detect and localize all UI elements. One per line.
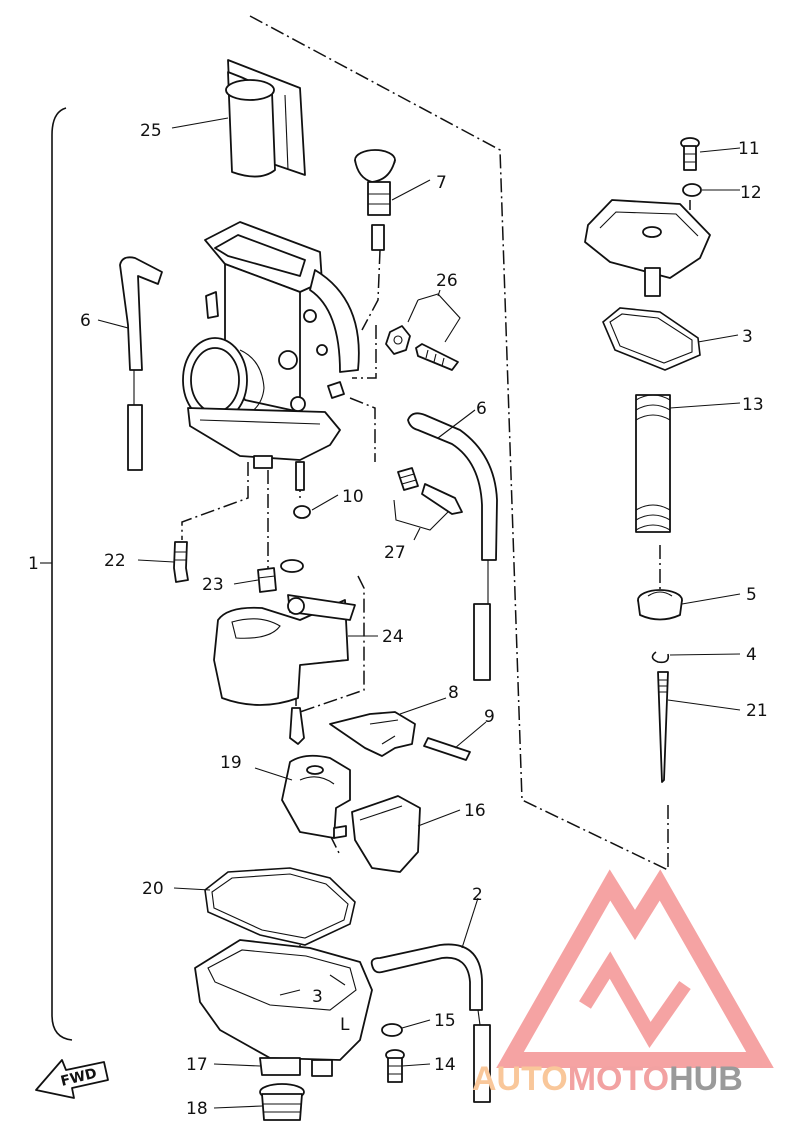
callout-20: 20 — [142, 879, 164, 899]
part-15-washer — [381, 1023, 403, 1037]
callout-17: 17 — [186, 1055, 208, 1075]
guide-lines — [181, 15, 691, 955]
callout-1: 1 — [28, 554, 39, 574]
callout-2: 2 — [472, 885, 483, 905]
part-11-screw — [680, 137, 700, 171]
part-21-jet-needle — [657, 671, 669, 783]
callout-4: 4 — [746, 645, 757, 665]
callout-10: 10 — [342, 487, 364, 507]
watermark-logo-icon — [496, 869, 774, 1068]
callout-15: 15 — [434, 1011, 456, 1031]
callout-12: 12 — [740, 183, 762, 203]
part-2-hose — [370, 943, 491, 1103]
callout-9: 9 — [484, 707, 495, 727]
part-16-cover — [351, 795, 421, 873]
callout-6-right: 6 — [476, 399, 487, 419]
callout-14: 14 — [434, 1055, 456, 1075]
callout-5: 5 — [746, 585, 757, 605]
watermark-moto: MOTO — [568, 1060, 669, 1098]
part-27-throttle-screw — [393, 467, 463, 531]
part-26-screw-set — [385, 293, 461, 371]
fwd-arrow-icon: FWD — [35, 1059, 109, 1099]
callout-6-left: 6 — [80, 311, 91, 331]
part-5-retainer — [637, 589, 683, 621]
callout-21: 21 — [746, 701, 768, 721]
part-6-left-hose — [119, 256, 163, 471]
svg-text:AUTOMOTOHUB: AUTOMOTOHUB — [472, 1060, 743, 1098]
part-23-jet-holder — [257, 567, 277, 593]
callout-27: 27 — [384, 543, 406, 563]
bowl-mark-L: L — [340, 1015, 350, 1035]
callout-22: 22 — [104, 551, 126, 571]
assembly-bracket — [51, 107, 73, 1041]
carburetor-body — [182, 221, 360, 491]
bowl-mark-3: 3 — [312, 987, 323, 1007]
part-13-spring — [635, 394, 671, 533]
watermark-auto: AUTO — [472, 1060, 568, 1098]
part-7-plunger — [354, 149, 396, 251]
part-24-float — [213, 594, 356, 706]
part-25-guide — [225, 59, 306, 178]
callouts: 1 2 3 4 5 6 6 7 8 9 10 11 12 13 14 15 16… — [28, 121, 768, 1119]
part-20-gasket — [204, 867, 356, 946]
callout-7: 7 — [436, 173, 447, 193]
watermark-hub: HUB — [669, 1060, 743, 1098]
callout-8: 8 — [448, 683, 459, 703]
callout-3: 3 — [742, 327, 753, 347]
callout-18: 18 — [186, 1099, 208, 1119]
watermark-text: AUTOMOTOHUB — [472, 1060, 743, 1098]
float-bowl: 3 L — [194, 939, 373, 1077]
part-12-washer — [682, 183, 702, 197]
callout-16: 16 — [464, 801, 486, 821]
part-18-drain-plug — [259, 1083, 305, 1121]
part-10-washer — [293, 505, 311, 519]
callout-23: 23 — [202, 575, 224, 595]
callout-24: 24 — [382, 627, 404, 647]
part-8-plate — [329, 711, 416, 757]
part-14-screw — [385, 1049, 405, 1083]
callout-26: 26 — [436, 271, 458, 291]
part-22-pilot-jet — [173, 541, 189, 583]
mixing-chamber-cap — [584, 199, 711, 297]
o-ring — [280, 559, 304, 573]
callout-11: 11 — [738, 139, 760, 159]
part-3-cap-gasket — [602, 307, 701, 371]
leader-lines — [40, 117, 741, 1109]
callout-19: 19 — [220, 753, 242, 773]
part-19-body — [281, 754, 351, 839]
part-4-clip — [651, 651, 670, 664]
part-6-right-hose — [407, 412, 498, 681]
needle-valve — [289, 707, 305, 745]
callout-25: 25 — [140, 121, 162, 141]
callout-13: 13 — [742, 395, 764, 415]
